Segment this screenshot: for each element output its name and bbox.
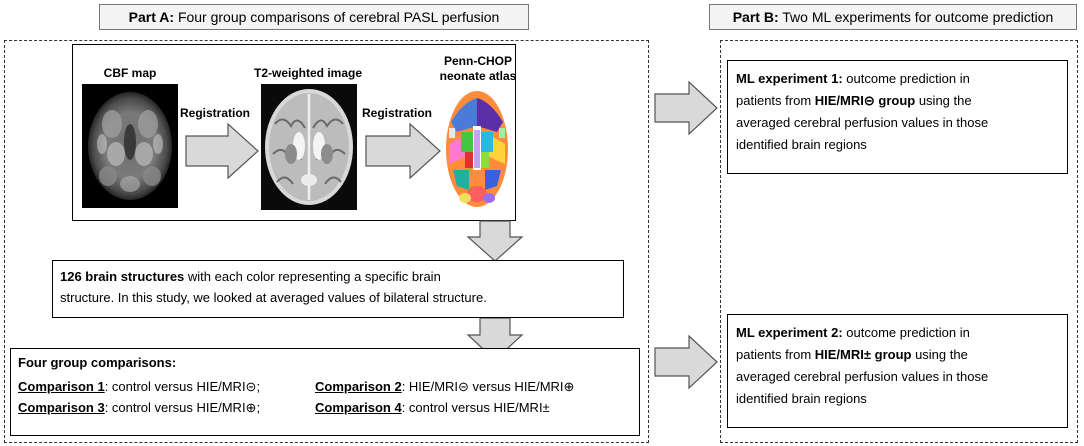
part-a-header: Part A: Four group comparisons of cerebr…: [99, 4, 529, 30]
brain-structures-line2: structure. In this study, we looked at a…: [60, 290, 487, 305]
part-a-container: [4, 40, 649, 443]
comparison-3-label: Comparison 3: [18, 400, 105, 415]
part-a-title: Four group comparisons of cerebral PASL …: [177, 9, 500, 25]
ml-experiment-2-group: HIE/MRI± group: [814, 347, 912, 362]
comparisons-text: Four group comparisons: Comparison 1: co…: [18, 352, 638, 418]
ml-experiment-2-title: ML experiment 2:: [736, 325, 843, 340]
brain-structures-line1-rest: with each color representing a specific …: [184, 269, 441, 284]
cbf-map-image: [82, 84, 178, 208]
ml-experiment-1-box: [727, 60, 1068, 174]
brain-structures-bold: 126 brain structures: [60, 269, 185, 284]
comparison-3-text: : control versus HIE/MRI⊕;: [104, 400, 261, 415]
part-b-title: Two ML experiments for outcome predictio…: [782, 9, 1054, 25]
comparison-4-label: Comparison 4: [315, 400, 402, 415]
part-b-header: Part B: Two ML experiments for outcome p…: [709, 4, 1077, 30]
registration-label-1: Registration: [180, 106, 251, 120]
comparison-2-label: Comparison 2: [315, 379, 402, 394]
cbf-map-label: CBF map: [103, 66, 157, 80]
ml-experiment-1-group: HIE/MRI⊝ group: [814, 93, 916, 108]
right-arrow-1: [654, 80, 718, 136]
ml-experiment-2-text: ML experiment 2: outcome prediction in p…: [736, 325, 989, 406]
registration-arrow-2: [365, 122, 441, 180]
comparison-1-label: Comparison 1: [18, 379, 105, 394]
ml-experiment-2-box: [727, 314, 1068, 428]
brain-structures-text: 126 brain structures with each color rep…: [60, 266, 620, 308]
comparison-2-text: : HIE/MRI⊝ versus HIE/MRI⊕: [401, 379, 575, 394]
comparison-1-text: : control versus HIE/MRI⊝;: [104, 379, 261, 394]
t2-image-label: T2-weighted image: [253, 66, 363, 80]
comparisons-row-2: Comparison 3: control versus HIE/MRI⊕; C…: [18, 397, 638, 418]
comparisons-heading: Four group comparisons:: [18, 355, 177, 370]
atlas-label-line1: Penn-CHOP: [443, 54, 512, 68]
brain-structures-box: [52, 260, 624, 318]
down-arrow-2: [466, 317, 524, 361]
down-arrow-1: [466, 220, 524, 262]
registration-arrow-1: [185, 122, 259, 180]
part-b-container: [720, 40, 1078, 443]
penn-chop-atlas-image: [443, 86, 511, 212]
comparisons-box: [10, 348, 640, 436]
ml-experiment-1-text: ML experiment 1: outcome prediction in p…: [736, 71, 989, 152]
comparison-4-text: : control versus HIE/MRI±: [401, 400, 550, 415]
registration-label-2: Registration: [362, 106, 433, 120]
atlas-label-line2: neonate atlas: [439, 69, 517, 83]
ml-experiment-1-title: ML experiment 1:: [736, 71, 843, 86]
part-b-label: Part B:: [732, 9, 779, 25]
part-a-label: Part A:: [128, 9, 175, 25]
right-arrow-2: [654, 334, 718, 390]
comparisons-row-1: Comparison 1: control versus HIE/MRI⊝; C…: [18, 376, 638, 397]
brain-structures-line1: 126 brain structures with each color rep…: [60, 266, 620, 287]
t2-weighted-image: [261, 84, 357, 210]
